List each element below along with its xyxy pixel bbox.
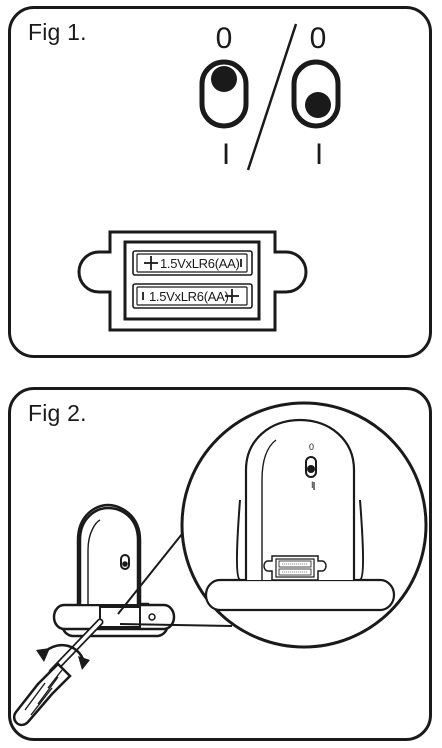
divider-slash xyxy=(246,23,298,171)
power-switch-off xyxy=(199,59,249,129)
power-switch-on xyxy=(291,59,341,129)
battery-top xyxy=(132,250,253,276)
rotate-arrow-icon xyxy=(36,643,90,670)
fig2-title: Fig 2. xyxy=(28,400,87,426)
zoom-switch-off-label: 0 xyxy=(309,442,315,452)
zoom-circle xyxy=(180,401,428,649)
zoom-switch-on-label: I xyxy=(311,480,314,490)
switch-left-on-label: I xyxy=(221,138,231,171)
battery-top-label: 1.5VxLR6(AA) xyxy=(160,256,240,271)
battery-bottom xyxy=(132,283,253,309)
screwdriver-icon xyxy=(12,618,104,727)
switch-left-off-label: 0 xyxy=(215,22,233,55)
fig1-title: Fig 1. xyxy=(28,19,87,45)
switch-right-off-label: 0 xyxy=(309,22,327,55)
switch-right-on-label: I xyxy=(314,138,324,171)
battery-bottom-label: 1.5VxLR6(AA) xyxy=(149,289,229,304)
device-body xyxy=(52,503,176,638)
